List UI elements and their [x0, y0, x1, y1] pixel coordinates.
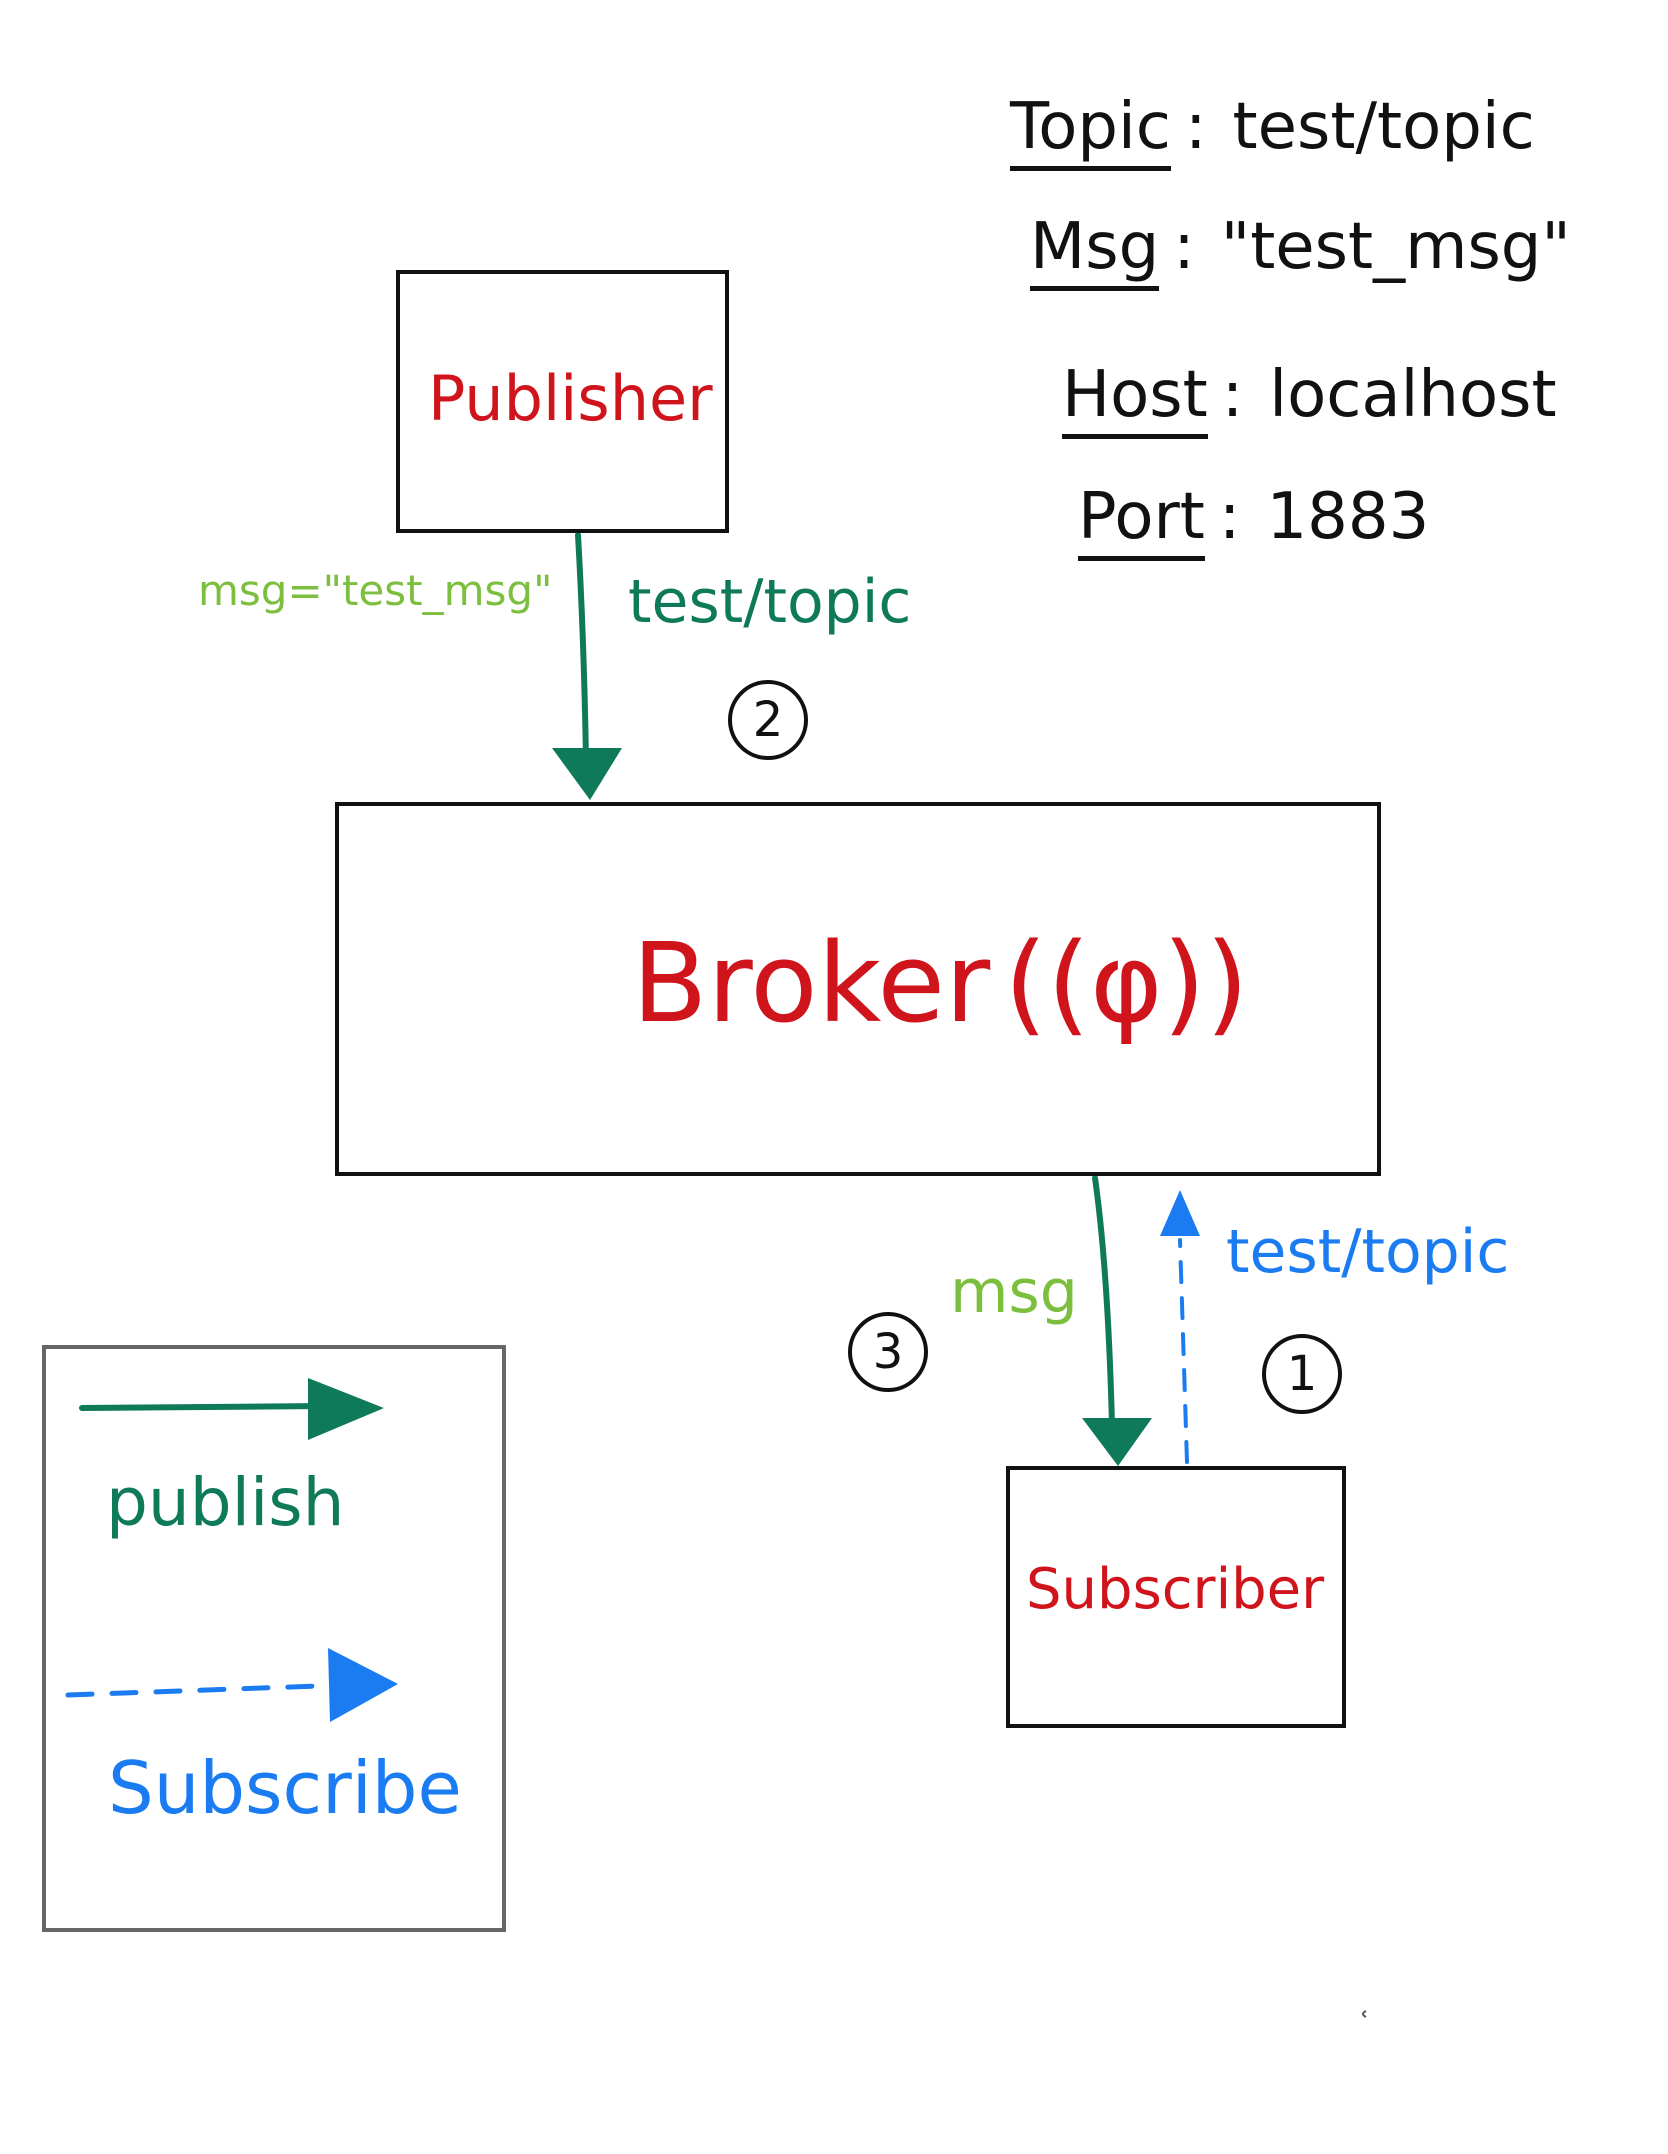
info-msg-value: "test_msg": [1220, 210, 1571, 284]
subscriber-label: Subscriber: [1026, 1557, 1325, 1622]
legend-subscribe-line: [65, 1683, 321, 1698]
legend-publish-label: publish: [106, 1464, 345, 1541]
deliver-arrow-shaft: [1092, 1175, 1115, 1428]
info-msg: Msg: "test_msg": [1030, 210, 1571, 291]
publish-topic-label: test/topic: [628, 567, 912, 637]
subscribe-arrow-shaft: [1178, 1238, 1189, 1464]
deliver-msg-label: msg: [950, 1257, 1078, 1327]
subscriber-box: [1006, 1466, 1346, 1728]
legend-publish-head: [308, 1378, 384, 1440]
info-port-sep: :: [1218, 480, 1241, 554]
subscribe-arrow-head: [1160, 1190, 1200, 1236]
stray-mark: [1362, 2010, 1367, 2018]
legend-subscribe-label: Subscribe: [108, 1746, 462, 1830]
info-host-key: Host: [1062, 358, 1208, 439]
broker-wireless-icon: ((φ)): [1004, 919, 1249, 1047]
info-topic-value: test/topic: [1232, 90, 1535, 164]
legend-subscribe-head: [328, 1648, 398, 1722]
legend-publish-line: [79, 1403, 328, 1411]
step-1-badge: 1: [1262, 1334, 1342, 1414]
info-host: Host: localhost: [1062, 358, 1557, 439]
info-topic-key: Topic: [1010, 90, 1171, 171]
deliver-arrow-head: [1082, 1418, 1152, 1466]
broker-label-text: Broker: [632, 919, 991, 1047]
publish-arrow-shaft: [575, 532, 589, 763]
subscribe-topic-label: test/topic: [1226, 1217, 1510, 1287]
info-host-sep: :: [1221, 358, 1244, 432]
step-2-badge: 2: [728, 680, 808, 760]
info-msg-sep: :: [1173, 210, 1195, 284]
broker-box: [335, 802, 1381, 1176]
legend-box: [42, 1345, 506, 1932]
publisher-box: [396, 270, 729, 533]
step-3-badge: 3: [848, 1312, 928, 1392]
info-port-value: 1883: [1266, 480, 1430, 554]
broker-label: Broker((φ)): [632, 928, 1249, 1038]
publish-arrow-head: [552, 748, 622, 800]
publish-msg-label: msg="test_msg": [198, 566, 553, 615]
info-msg-key: Msg: [1030, 210, 1160, 291]
info-port: Port:1883: [1078, 480, 1429, 561]
info-host-value: localhost: [1269, 358, 1557, 432]
info-port-key: Port: [1078, 480, 1205, 561]
info-topic: Topic: test/topic: [1010, 90, 1535, 171]
info-topic-sep: :: [1184, 90, 1207, 164]
publisher-label: Publisher: [428, 362, 713, 435]
